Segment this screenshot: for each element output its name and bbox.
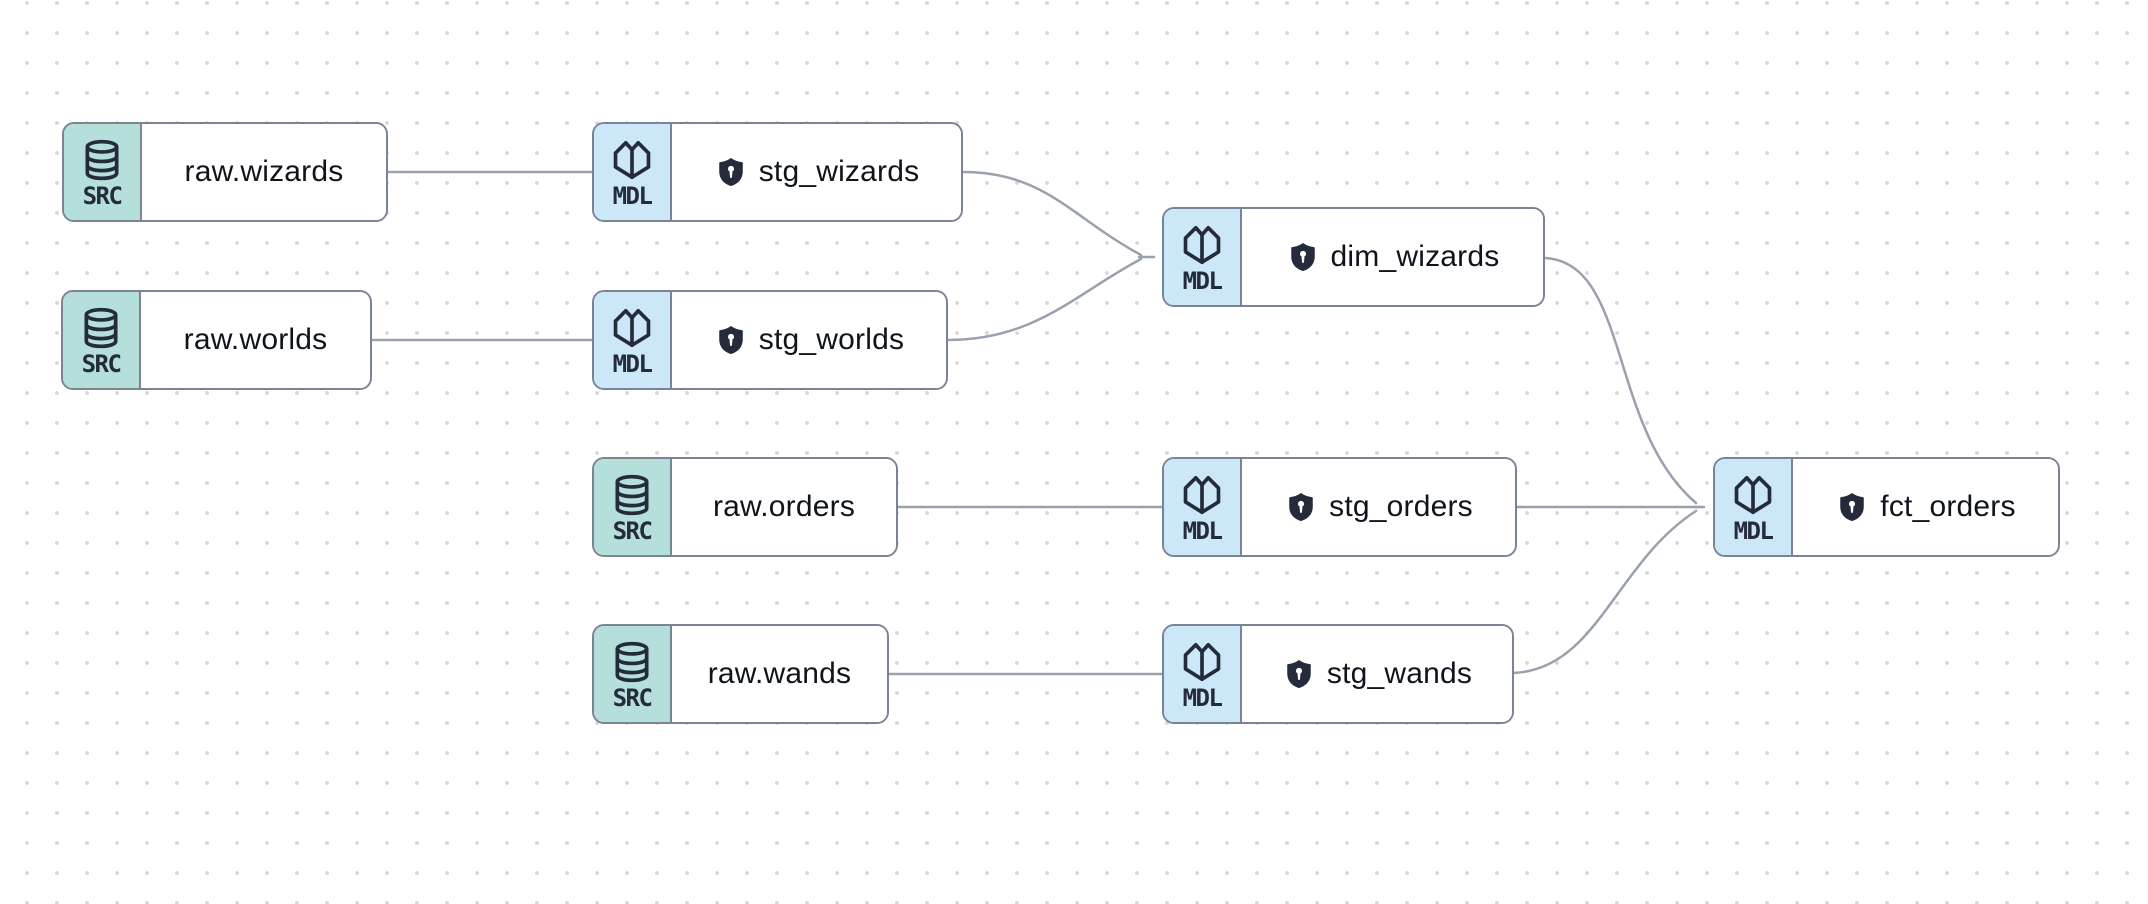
badge-label: MDL: [1182, 684, 1223, 712]
edge-dim_wizards-fct_orders: [1543, 256, 1698, 505]
node-label: stg_worlds: [758, 323, 905, 356]
node-label: stg_orders: [1329, 490, 1473, 523]
badge-label: SRC: [82, 182, 123, 210]
database-icon: [79, 306, 123, 350]
node-label: fct_orders: [1880, 490, 2016, 523]
source-badge: SRC: [63, 292, 141, 388]
cube-icon: [610, 138, 654, 182]
node-label: dim_wizards: [1330, 240, 1500, 273]
edge-stg_wizards-dim_wizards: [961, 170, 1143, 257]
model-badge: MDL: [1164, 626, 1242, 722]
shield-contract-icon: [1286, 238, 1320, 276]
shield-contract-icon: [714, 321, 748, 359]
node-raw-orders[interactable]: SRC raw.orders: [592, 457, 898, 557]
model-badge: MDL: [594, 292, 672, 388]
node-stg-worlds[interactable]: MDL stg_worlds: [592, 290, 948, 390]
shield-contract-icon: [1835, 488, 1869, 526]
node-label: raw.worlds: [183, 323, 328, 356]
badge-label: MDL: [612, 182, 653, 210]
cube-icon: [1180, 473, 1224, 517]
shield-contract-icon: [714, 153, 748, 191]
cube-icon: [610, 306, 654, 350]
edge-stg_wands-fct_orders: [1511, 509, 1698, 675]
model-badge: MDL: [1164, 209, 1242, 305]
node-stg-orders[interactable]: MDL stg_orders: [1162, 457, 1517, 557]
model-badge: MDL: [594, 124, 672, 220]
node-fct-orders[interactable]: MDL fct_orders: [1713, 457, 2060, 557]
source-badge: SRC: [594, 459, 672, 555]
source-badge: SRC: [594, 626, 672, 722]
node-raw-wizards[interactable]: SRC raw.wizards: [62, 122, 388, 222]
badge-label: SRC: [81, 350, 122, 378]
database-icon: [610, 473, 654, 517]
node-label: raw.orders: [712, 490, 856, 523]
shield-contract-icon: [1284, 488, 1318, 526]
cube-icon: [1180, 223, 1224, 267]
cube-icon: [1180, 640, 1224, 684]
node-stg-wizards[interactable]: MDL stg_wizards: [592, 122, 963, 222]
badge-label: SRC: [612, 684, 653, 712]
node-label: stg_wands: [1326, 657, 1473, 690]
cube-icon: [1731, 473, 1775, 517]
database-icon: [610, 640, 654, 684]
node-label: raw.wizards: [184, 155, 344, 188]
node-label: raw.wands: [707, 657, 852, 690]
source-badge: SRC: [64, 124, 142, 220]
node-raw-worlds[interactable]: SRC raw.worlds: [61, 290, 372, 390]
badge-label: SRC: [612, 517, 653, 545]
node-raw-wands[interactable]: SRC raw.wands: [592, 624, 889, 724]
database-icon: [80, 138, 124, 182]
node-dim-wizards[interactable]: MDL dim_wizards: [1162, 207, 1545, 307]
model-badge: MDL: [1715, 459, 1793, 555]
node-stg-wands[interactable]: MDL stg_wands: [1162, 624, 1514, 724]
badge-label: MDL: [1182, 267, 1223, 295]
edge-stg_worlds-dim_wizards: [946, 257, 1143, 342]
badge-label: MDL: [1182, 517, 1223, 545]
node-label: stg_wizards: [758, 155, 920, 188]
model-badge: MDL: [1164, 459, 1242, 555]
badge-label: MDL: [612, 350, 653, 378]
shield-contract-icon: [1282, 655, 1316, 693]
badge-label: MDL: [1733, 517, 1774, 545]
